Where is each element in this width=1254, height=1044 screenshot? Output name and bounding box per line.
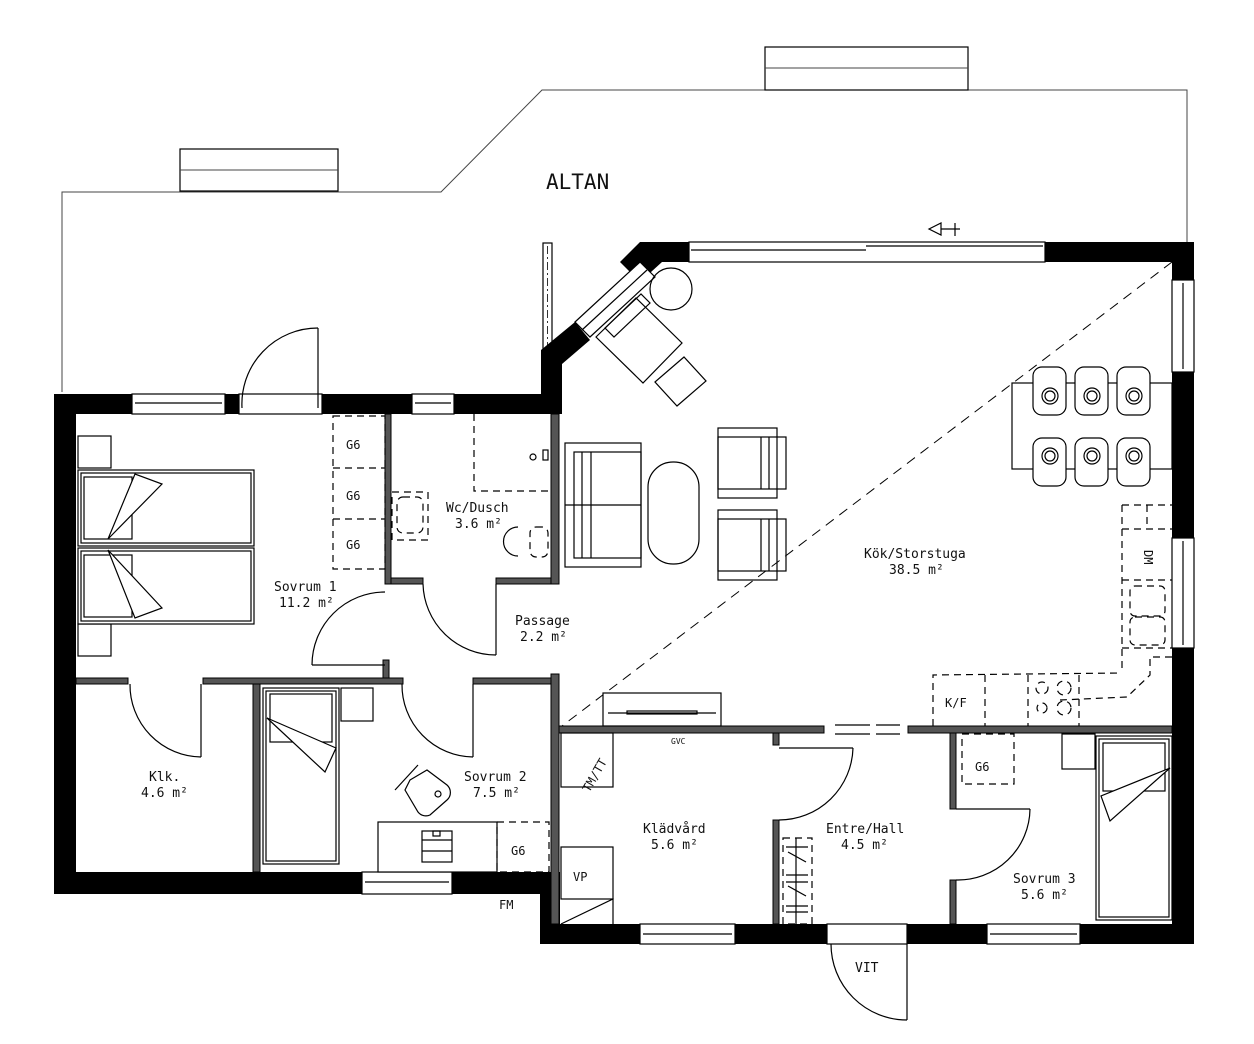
fridge-freezer-label: K/F [945,696,967,710]
wardrobe-label: G6 [511,844,525,858]
opening-marker [835,724,900,735]
desk [377,821,498,873]
wardrobe-label: G6 [975,760,989,774]
water-heater-label: VP [573,870,587,884]
room-area-kladvard: 5.6 m² [651,838,698,853]
room-name-passage: Passage [515,614,570,629]
room-area-sovrum2: 7.5 m² [473,786,520,801]
room-area-entre: 4.5 m² [841,838,888,853]
nightstand [340,687,374,722]
living-furniture [564,267,787,581]
desk-chair [394,764,451,817]
deck-label: ALTAN [546,170,609,194]
room-name-entre: Entre/Hall [826,822,904,837]
kitchen-counter [932,504,1172,726]
double-bed [77,435,255,657]
wardrobe-label: G6 [346,438,360,452]
room-area-passage: 2.2 m² [520,630,567,645]
room-name-sovrum3: Sovrum 3 [1013,872,1076,887]
deck-outline [61,46,1188,392]
entry-door-label: VIT [855,961,879,976]
room-name-sovrum1: Sovrum 1 [274,580,337,595]
room-area-sovrum3: 5.6 m² [1021,888,1068,903]
wardrobe-g6 [496,821,550,873]
nightstand [1061,733,1096,770]
balcony-door [238,327,323,415]
place-setting-icon [1041,387,1143,465]
roof-line [561,261,1173,727]
fm-label: FM [499,898,513,912]
dining-chair [1032,366,1151,487]
wardrobe-label: G6 [346,538,360,552]
room-name-kladvard: Klädvård [643,822,706,837]
room-area-sovrum1: 11.2 m² [279,596,334,611]
room-name-klk: Klk. [149,770,180,785]
laundry-fixtures [560,732,614,925]
room-area-kok: 38.5 m² [889,563,944,578]
gvc-label: GVC [671,737,686,746]
wardrobe-g6 [961,733,1015,785]
dishwasher-label: DM [1141,550,1155,564]
sliding-arrow-icon [927,222,960,236]
wardrobe-label: G6 [346,489,360,503]
wardrobe-g6-group [332,415,386,570]
room-name-wc: Wc/Dusch [446,501,509,516]
windows [131,241,1195,945]
doors [129,583,1031,1021]
room-area-wc: 3.6 m² [455,517,502,532]
room-area-klk: 4.6 m² [141,786,188,801]
shoe-rack [782,837,813,925]
bathroom-fixtures [391,414,551,558]
single-bed [262,687,340,865]
room-labels: Sovrum 1 11.2 m² Wc/Dusch 3.6 m² Passage… [141,501,1076,903]
room-name-sovrum2: Sovrum 2 [464,770,527,785]
single-bed [1095,735,1173,921]
sideboard [602,692,722,727]
room-name-kok: Kök/Storstuga [864,547,966,562]
dining-table [1011,366,1173,487]
